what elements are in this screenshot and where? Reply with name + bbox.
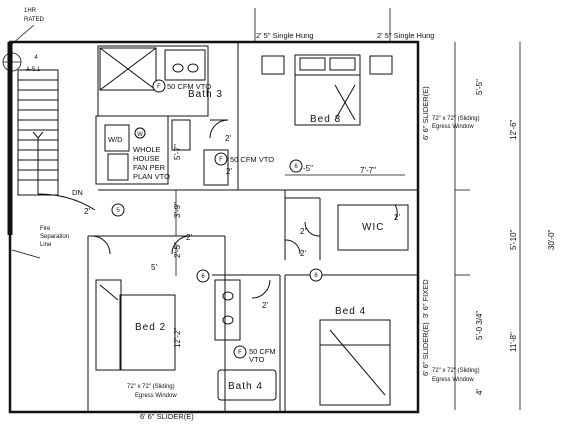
- door-tag: 6: [314, 273, 318, 279]
- rated-label: 1HR: [24, 8, 37, 14]
- exterior-walls: [7, 40, 420, 414]
- dimension-text: 2'-5": [173, 242, 182, 258]
- fire-line-label: Separation: [40, 234, 69, 240]
- door-size: 2': [262, 301, 268, 310]
- dimension-text: 11'-8": [509, 332, 518, 352]
- bath4-fan-label: VTO: [249, 355, 264, 364]
- fire-line-label: Fire: [40, 226, 51, 232]
- door-size: 2': [394, 213, 400, 222]
- room-label-wic: WIC: [362, 222, 384, 233]
- washer-dryer-label: W/D: [108, 135, 123, 144]
- fire-separation: [2, 24, 41, 412]
- stair-direction: DN: [72, 188, 83, 197]
- window-note: 72" x 72" (Sliding): [432, 116, 480, 122]
- whole-house-fan-label: HOUSE: [133, 154, 160, 163]
- window-label: 2' 5" Single Hung: [256, 31, 313, 40]
- bed4-furniture: [319, 319, 391, 406]
- dimension-text: 5'-5": [475, 79, 484, 95]
- dimension-text: 12'-2": [173, 327, 182, 348]
- window-note: Egress Window: [432, 377, 474, 383]
- fan-tag: F: [238, 350, 242, 356]
- window-label: 6' 6" SLIDER(E): [140, 412, 194, 421]
- room-label-bed4: Bed 4: [335, 306, 366, 317]
- bed3-furniture: [261, 54, 393, 126]
- window-label: 6' 6" SLIDER(E): [421, 86, 430, 140]
- bed2-furniture: [95, 279, 176, 371]
- window-note: Egress Window: [432, 124, 474, 130]
- whole-house-fan-label: WHOLE: [133, 145, 161, 154]
- room-label-bath4: Bath 4: [228, 381, 263, 392]
- hall-fan-label: 50 CFM VTO: [230, 155, 274, 164]
- dimension-text: 5': [151, 263, 157, 272]
- room-label-bath3: Bath 3: [188, 89, 223, 100]
- window-label: 2' 5" Single Hung: [377, 31, 434, 40]
- dimension-text: 5'-7": [173, 144, 182, 160]
- door-tag: 5: [116, 208, 120, 214]
- dimension-text: 7'-7": [360, 166, 376, 175]
- fan-tag: F: [219, 157, 223, 163]
- fire-line-label: Line: [40, 242, 52, 248]
- stair: [17, 69, 96, 211]
- dimension-lines: [175, 8, 521, 410]
- detail-callout-sheet: A-5.1: [26, 67, 41, 73]
- dimension-text: 4': [475, 389, 484, 395]
- bath3-walls: [95, 45, 229, 186]
- bath4-fixtures: [214, 279, 277, 401]
- door-size: 2': [225, 134, 231, 143]
- window-label: 6' 6" SLIDER(E): [421, 322, 430, 376]
- door-tag: 6: [294, 164, 298, 170]
- dimension-text: -5": [303, 164, 313, 173]
- dimension-text: 12'-6": [509, 119, 518, 140]
- room-label-bed3: Bed 3: [310, 114, 341, 125]
- dimension-text: 3'-9": [173, 202, 182, 218]
- detail-callout-number: 4: [34, 55, 38, 61]
- door-tag: 6: [201, 274, 205, 280]
- interior-walls: [87, 42, 418, 412]
- door-size: 2': [186, 233, 192, 242]
- window-note: Egress Window: [135, 393, 177, 399]
- door-size: 2': [84, 207, 90, 216]
- fan-tag: F: [157, 84, 161, 90]
- dimension-text: 30'-0": [547, 229, 556, 250]
- door-size: 2': [300, 249, 306, 258]
- bath4-fan-label: 50 CFM: [249, 347, 276, 356]
- rated-label: RATED: [24, 17, 45, 23]
- door-size: 2': [226, 167, 232, 176]
- door-size: 2': [300, 227, 306, 236]
- dimension-text: 5'-0 3/4": [475, 311, 484, 340]
- dimension-text: 5'-10": [509, 229, 518, 250]
- bath3-fan-label: 50 CFM VTO: [167, 82, 211, 91]
- window-note: 72" x 72" (Sliding): [432, 368, 480, 374]
- whole-house-fan-label: FAN PER: [133, 163, 166, 172]
- room-label-bed2: Bed 2: [135, 322, 166, 333]
- window-note: 72" x 72" (Sliding): [127, 384, 175, 390]
- washer-tag: W: [137, 132, 143, 138]
- whole-house-fan-label: PLAN VTO: [133, 172, 170, 181]
- window-label: 3' 6" FIXED: [421, 279, 430, 318]
